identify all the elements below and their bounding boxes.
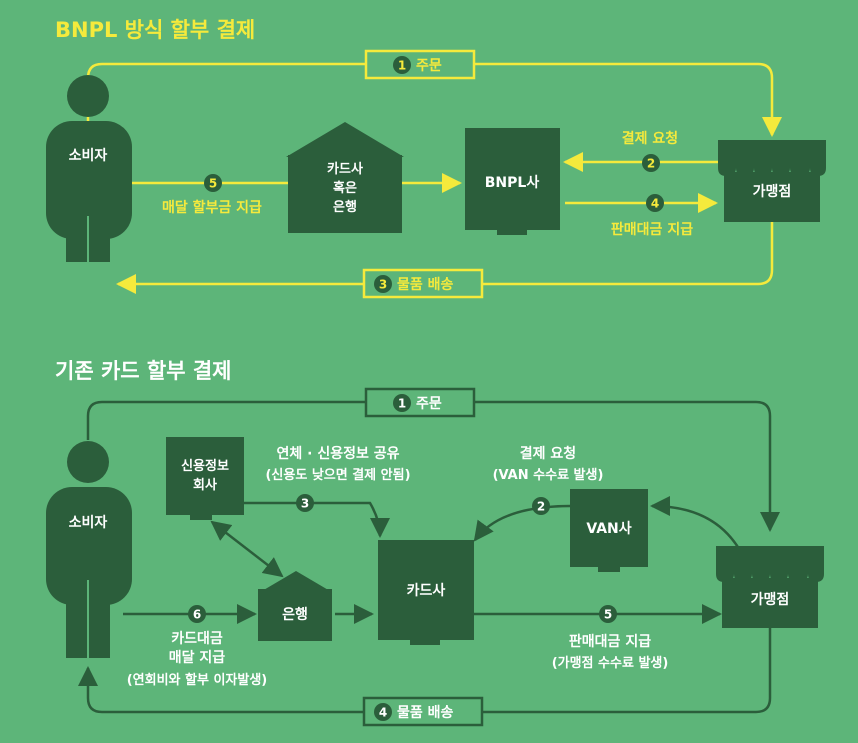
svg-text:1: 1: [398, 397, 406, 411]
card-van-label: VAN사: [586, 521, 631, 537]
bnpl-delivery-path: [116, 222, 774, 294]
card-step4-badge: 4 물품 배송: [362, 696, 484, 727]
card-step3-sub: (신용도 낮으면 결제 안됨): [265, 467, 410, 483]
svg-text:5: 5: [209, 177, 217, 191]
card-step5-badge: 5: [599, 605, 617, 623]
bnpl-merchant-store: [718, 140, 826, 222]
bnpl-merchant-label: 가맹점: [753, 183, 792, 200]
bnpl-consumer: [46, 75, 132, 262]
bnpl-bank-label-2: 혹은: [333, 180, 357, 196]
svg-text:3: 3: [301, 497, 309, 511]
bnpl-bank-label-3: 은행: [333, 199, 357, 215]
bnpl-title: BNPL 방식 할부 결제: [55, 18, 255, 42]
bnpl-step3-badge: 3 물품 배송: [362, 268, 484, 299]
card-credit-bank-path: [210, 520, 284, 578]
bnpl-step2-label: 결제 요청: [622, 130, 678, 147]
card-step1-label: 주문: [416, 396, 442, 412]
card-credit-company-building: [166, 437, 244, 520]
card-step3-badge: 3: [296, 494, 314, 512]
bnpl-bank-label-1: 카드사: [327, 161, 363, 177]
svg-text:2: 2: [537, 500, 545, 514]
svg-text:4: 4: [379, 706, 387, 720]
card-bank-house: [258, 571, 332, 641]
card-van-building: [570, 489, 648, 572]
card-company-building: [378, 540, 474, 645]
bnpl-connectors: [86, 62, 782, 294]
svg-text:5: 5: [604, 608, 612, 622]
card-step3-label: 연체 · 신용정보 공유: [277, 445, 400, 462]
card-step6-label-1: 카드대금: [171, 631, 223, 647]
card-step5-sub: (가맹점 수수료 발생): [552, 655, 669, 671]
card-merchant-label: 가맹점: [751, 591, 790, 608]
card-step2-badge: 2: [532, 497, 550, 515]
card-credit-label-1: 신용정보: [181, 458, 229, 474]
card-step4-label: 물품 배송: [397, 705, 454, 721]
card-company-label: 카드사: [407, 583, 446, 599]
card-step6-label-2: 매달 지급: [169, 650, 226, 666]
bnpl-step3-label: 물품 배송: [397, 277, 454, 293]
bnpl-company-building: [465, 128, 560, 235]
bnpl-company-label: BNPL사: [485, 175, 540, 191]
card-step2-label: 결제 요청: [520, 445, 576, 462]
card-title: 기존 카드 할부 결제: [55, 359, 232, 383]
card-step2-sub: (VAN 수수료 발생): [493, 467, 604, 483]
svg-text:1: 1: [398, 59, 406, 73]
card-credit-label-2: 회사: [193, 477, 217, 493]
card-consumer: [46, 441, 132, 658]
card-step1-badge: 1 주문: [364, 387, 476, 418]
svg-text:2: 2: [647, 157, 655, 171]
bnpl-step1-label: 주문: [416, 58, 442, 74]
bnpl-step2-badge: 2: [642, 154, 660, 172]
bnpl-step1-badge: 1 주문: [364, 49, 476, 80]
card-step6-sub: (연회비와 할부 이자발생): [127, 672, 268, 688]
bnpl-step4-badge: 4: [646, 194, 664, 212]
bnpl-step4-label: 판매대금 지급: [611, 222, 693, 238]
bnpl-consumer-label: 소비자: [69, 148, 108, 164]
card-bank-label: 은행: [282, 607, 308, 623]
svg-text:4: 4: [651, 197, 659, 211]
svg-text:3: 3: [379, 278, 387, 292]
bnpl-bank-house: [286, 122, 404, 233]
bnpl-step5-label: 매달 할부금 지급: [162, 199, 262, 216]
card-van-to-card-path: [473, 504, 571, 542]
card-step5-label: 판매대금 지급: [569, 634, 651, 650]
card-credit-share-path: [212, 493, 390, 538]
card-consumer-label: 소비자: [69, 515, 108, 531]
card-step6-badge: 6: [188, 605, 206, 623]
card-merchant-store: [716, 546, 824, 628]
bnpl-step5-badge: 5: [204, 174, 222, 192]
svg-text:6: 6: [193, 608, 201, 622]
